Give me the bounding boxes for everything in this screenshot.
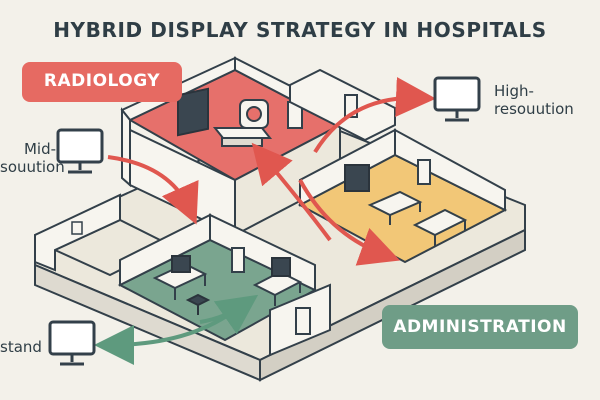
desk-icon bbox=[252, 257, 303, 306]
high-label-line2: resouution bbox=[494, 100, 574, 118]
desk-icon bbox=[152, 255, 208, 300]
high-label-line1: High- bbox=[494, 82, 534, 100]
ward-room bbox=[297, 128, 508, 264]
monitor-icon bbox=[48, 320, 96, 366]
standard-label: stand bbox=[0, 338, 42, 356]
storage-window bbox=[71, 221, 83, 235]
page-title: HYBRID DISPLAY STRATEGY IN HOSPITALS bbox=[53, 18, 547, 42]
arrow-radiology-to-ward bbox=[298, 179, 401, 266]
bed-icon bbox=[412, 208, 468, 246]
ward-monitor bbox=[344, 164, 370, 192]
ct-scanner-icon bbox=[212, 99, 273, 147]
arrow-radiology-to-high bbox=[313, 77, 436, 154]
mid-label-line1: Mid- bbox=[23, 140, 56, 158]
radiology-badge-bg bbox=[22, 62, 182, 102]
administration-room bbox=[117, 213, 318, 342]
arrow-admin-from-standard bbox=[199, 294, 259, 335]
administration-door bbox=[231, 247, 245, 273]
high-resolution-label: High- resouution bbox=[494, 82, 574, 118]
entrance-door bbox=[295, 307, 311, 335]
arrow-mid-to-admin bbox=[107, 155, 199, 225]
radiology-left-wall bbox=[121, 107, 131, 188]
administration-badge-bg bbox=[382, 305, 578, 349]
corridor-wall bbox=[289, 68, 396, 142]
bed-icon bbox=[367, 190, 423, 225]
office-chair-icon bbox=[185, 293, 211, 315]
ward-right-wall bbox=[394, 128, 506, 212]
arrow-ward-to-radiology bbox=[251, 142, 332, 242]
monitor-icon bbox=[56, 128, 104, 174]
radiology-badge: RADIOLOGY bbox=[43, 71, 161, 91]
mid-label-line2: souution bbox=[0, 158, 65, 176]
monitor-icon bbox=[433, 76, 481, 122]
administration-badge: ADMINISTRATION bbox=[393, 317, 567, 337]
ward-door bbox=[417, 159, 431, 185]
mid-resolution-label: Mid- souution bbox=[0, 140, 65, 176]
radiology-monitor bbox=[177, 87, 209, 137]
